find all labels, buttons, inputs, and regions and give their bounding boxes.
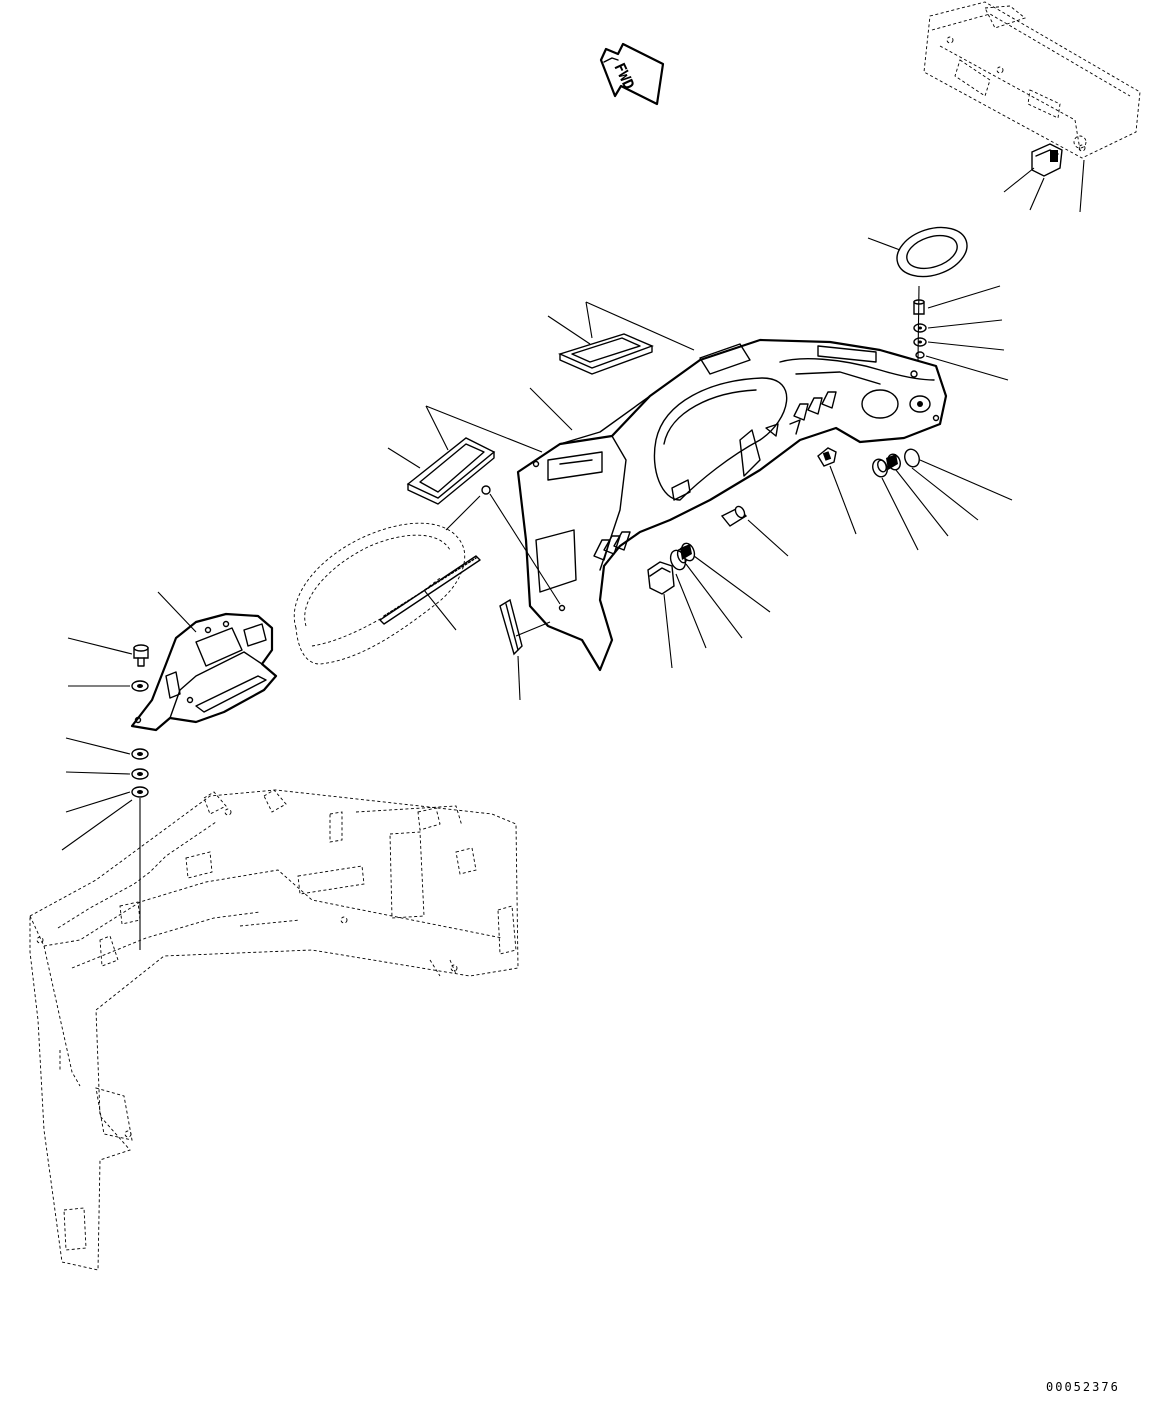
leader-line [747, 519, 789, 557]
leader-line [585, 301, 593, 339]
leader-line [529, 387, 573, 431]
leader-line [1079, 159, 1085, 213]
lens-strip [379, 555, 481, 625]
fwd-arrow: FWD [599, 42, 665, 106]
pad-upper [558, 333, 654, 375]
leader-line [911, 467, 979, 521]
leader-line [881, 477, 919, 551]
leader-line [517, 655, 521, 701]
leader-line [829, 465, 857, 535]
leader-line [663, 593, 673, 669]
fwd-arrow-label: FWD [610, 60, 638, 92]
leader-line [927, 319, 1003, 329]
leader-line [1003, 167, 1035, 193]
leader-line [387, 447, 421, 469]
leader-line [675, 573, 707, 649]
leader-line [445, 495, 481, 531]
switch-part [1031, 143, 1063, 177]
switch-cluster-right [817, 447, 920, 478]
bolt-part [133, 644, 149, 667]
leader-line [927, 285, 1001, 309]
leader-line [157, 591, 197, 633]
leader-line [927, 341, 1005, 351]
bulb-part [720, 505, 748, 527]
leader-line [65, 771, 131, 775]
ring-seal [896, 226, 968, 278]
leader-line [693, 555, 771, 613]
screw-washer-stack [913, 285, 927, 361]
leader-line [925, 355, 1009, 381]
pad-lower [406, 437, 496, 505]
leader-line [515, 621, 551, 637]
leader-line [685, 563, 743, 639]
leader-line [585, 301, 695, 351]
leader-line [547, 315, 591, 345]
leader-line [423, 589, 457, 631]
washer-stack [131, 680, 149, 950]
console-reference [923, 1, 1141, 159]
leader-line [425, 405, 449, 451]
leader-line [61, 799, 133, 851]
cab-frame-reference [29, 789, 519, 1271]
leader-line [67, 637, 133, 655]
leader-line [867, 237, 901, 251]
leader-line [489, 493, 561, 605]
mounting-bracket [130, 612, 278, 732]
switch-cluster-lower [647, 542, 696, 595]
pin-part [481, 485, 491, 495]
leader-line [1029, 177, 1045, 211]
drawing-number: 00052376 [1046, 1380, 1120, 1394]
gauge-gasket [293, 522, 466, 665]
leader-line [895, 469, 949, 537]
leader-line [65, 737, 131, 755]
leader-line [919, 459, 1013, 501]
leader-line [65, 791, 131, 813]
leader-line [425, 405, 543, 453]
trim-strip [499, 598, 523, 656]
dashboard-panel [516, 338, 948, 672]
